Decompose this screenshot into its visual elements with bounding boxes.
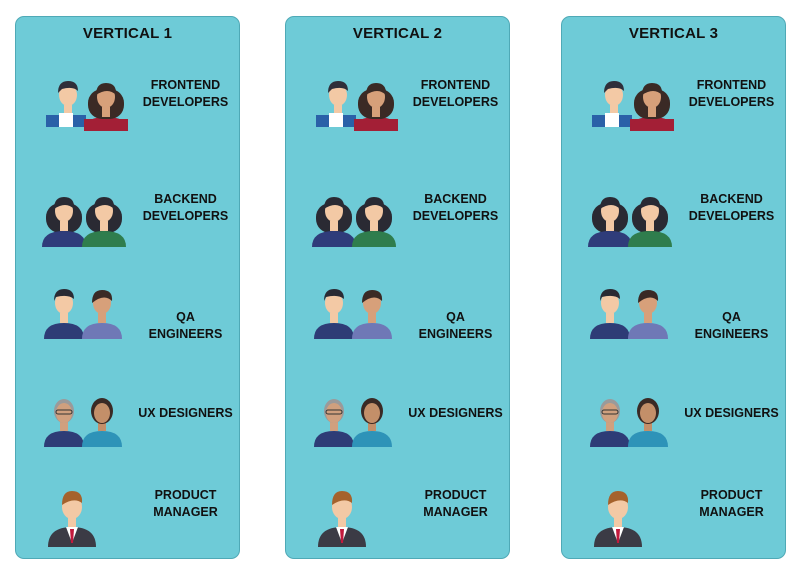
role-label: QA ENGINEERS: [674, 309, 789, 343]
role-line: ENGINEERS: [148, 327, 223, 341]
role-row-backend: BACKEND DEVELOPERS: [286, 189, 509, 279]
role-line: UX DESIGNERS: [684, 406, 779, 420]
role-line: DEVELOPERS: [688, 95, 775, 109]
role-line: QA: [176, 310, 195, 324]
ux-designers-icon: [308, 393, 400, 483]
role-line: MANAGER: [153, 505, 218, 519]
qa-engineers-icon: [308, 287, 400, 377]
role-line: FRONTEND: [150, 78, 221, 92]
role-label: UX DESIGNERS: [128, 405, 243, 422]
role-line: QA: [722, 310, 741, 324]
role-row-qa: QA ENGINEERS: [286, 287, 509, 377]
role-label: BACKEND DEVELOPERS: [128, 191, 243, 225]
role-row-frontend: FRONTEND DEVELOPERS: [286, 75, 509, 165]
role-line: DEVELOPERS: [142, 95, 229, 109]
role-row-pm: PRODUCT MANAGER: [16, 483, 239, 573]
role-row-ux: UX DESIGNERS: [286, 393, 509, 483]
frontend-developers-icon: [584, 75, 676, 165]
qa-engineers-icon: [38, 287, 130, 377]
role-label: UX DESIGNERS: [398, 405, 513, 422]
role-line: PRODUCT: [424, 488, 487, 502]
role-line: PRODUCT: [154, 488, 217, 502]
role-line: ENGINEERS: [418, 327, 493, 341]
backend-developers-icon: [584, 189, 676, 279]
role-line: BACKEND: [154, 192, 217, 206]
role-line: ENGINEERS: [694, 327, 769, 341]
role-label: FRONTEND DEVELOPERS: [128, 77, 243, 111]
role-label: QA ENGINEERS: [398, 309, 513, 343]
role-label: FRONTEND DEVELOPERS: [674, 77, 789, 111]
backend-developers-icon: [38, 189, 130, 279]
vertical-1-panel: VERTICAL 1 FRONTEND DEVELOPER: [15, 16, 240, 559]
role-row-pm: PRODUCT MANAGER: [562, 483, 785, 573]
role-line: FRONTEND: [696, 78, 767, 92]
role-line: DEVELOPERS: [412, 95, 499, 109]
role-line: MANAGER: [699, 505, 764, 519]
ux-designers-icon: [584, 393, 676, 483]
role-row-pm: PRODUCT MANAGER: [286, 483, 509, 573]
vertical-3-panel: VERTICAL 3 FRONTEND DEVELOPERS: [561, 16, 786, 559]
role-row-ux: UX DESIGNERS: [562, 393, 785, 483]
role-line: FRONTEND: [420, 78, 491, 92]
role-label: QA ENGINEERS: [128, 309, 243, 343]
role-line: DEVELOPERS: [412, 209, 499, 223]
frontend-developers-icon: [38, 75, 130, 165]
role-label: BACKEND DEVELOPERS: [398, 191, 513, 225]
role-row-frontend: FRONTEND DEVELOPERS: [562, 75, 785, 165]
product-manager-icon: [308, 483, 400, 573]
role-line: MANAGER: [423, 505, 488, 519]
role-row-qa: QA ENGINEERS: [16, 287, 239, 377]
qa-engineers-icon: [584, 287, 676, 377]
role-row-frontend: FRONTEND DEVELOPERS: [16, 75, 239, 165]
role-label: PRODUCT MANAGER: [128, 487, 243, 521]
role-line: DEVELOPERS: [688, 209, 775, 223]
role-line: PRODUCT: [700, 488, 763, 502]
vertical-title: VERTICAL 2: [352, 25, 443, 42]
vertical-2-panel: VERTICAL 2 FRONTEND DEVELOPERS: [285, 16, 510, 559]
role-label: FRONTEND DEVELOPERS: [398, 77, 513, 111]
role-row-qa: QA ENGINEERS: [562, 287, 785, 377]
ux-designers-icon: [38, 393, 130, 483]
role-label: PRODUCT MANAGER: [674, 487, 789, 521]
role-label: BACKEND DEVELOPERS: [674, 191, 789, 225]
role-line: QA: [446, 310, 465, 324]
vertical-title: VERTICAL 1: [82, 25, 173, 42]
role-row-backend: BACKEND DEVELOPERS: [16, 189, 239, 279]
role-line: DEVELOPERS: [142, 209, 229, 223]
vertical-title: VERTICAL 3: [628, 25, 719, 42]
product-manager-icon: [584, 483, 676, 573]
role-line: BACKEND: [700, 192, 763, 206]
role-row-backend: BACKEND DEVELOPERS: [562, 189, 785, 279]
frontend-developers-icon: [308, 75, 400, 165]
role-label: PRODUCT MANAGER: [398, 487, 513, 521]
role-label: UX DESIGNERS: [674, 405, 789, 422]
product-manager-icon: [38, 483, 130, 573]
role-line: UX DESIGNERS: [408, 406, 503, 420]
role-line: BACKEND: [424, 192, 487, 206]
backend-developers-icon: [308, 189, 400, 279]
role-row-ux: UX DESIGNERS: [16, 393, 239, 483]
role-line: UX DESIGNERS: [138, 406, 233, 420]
